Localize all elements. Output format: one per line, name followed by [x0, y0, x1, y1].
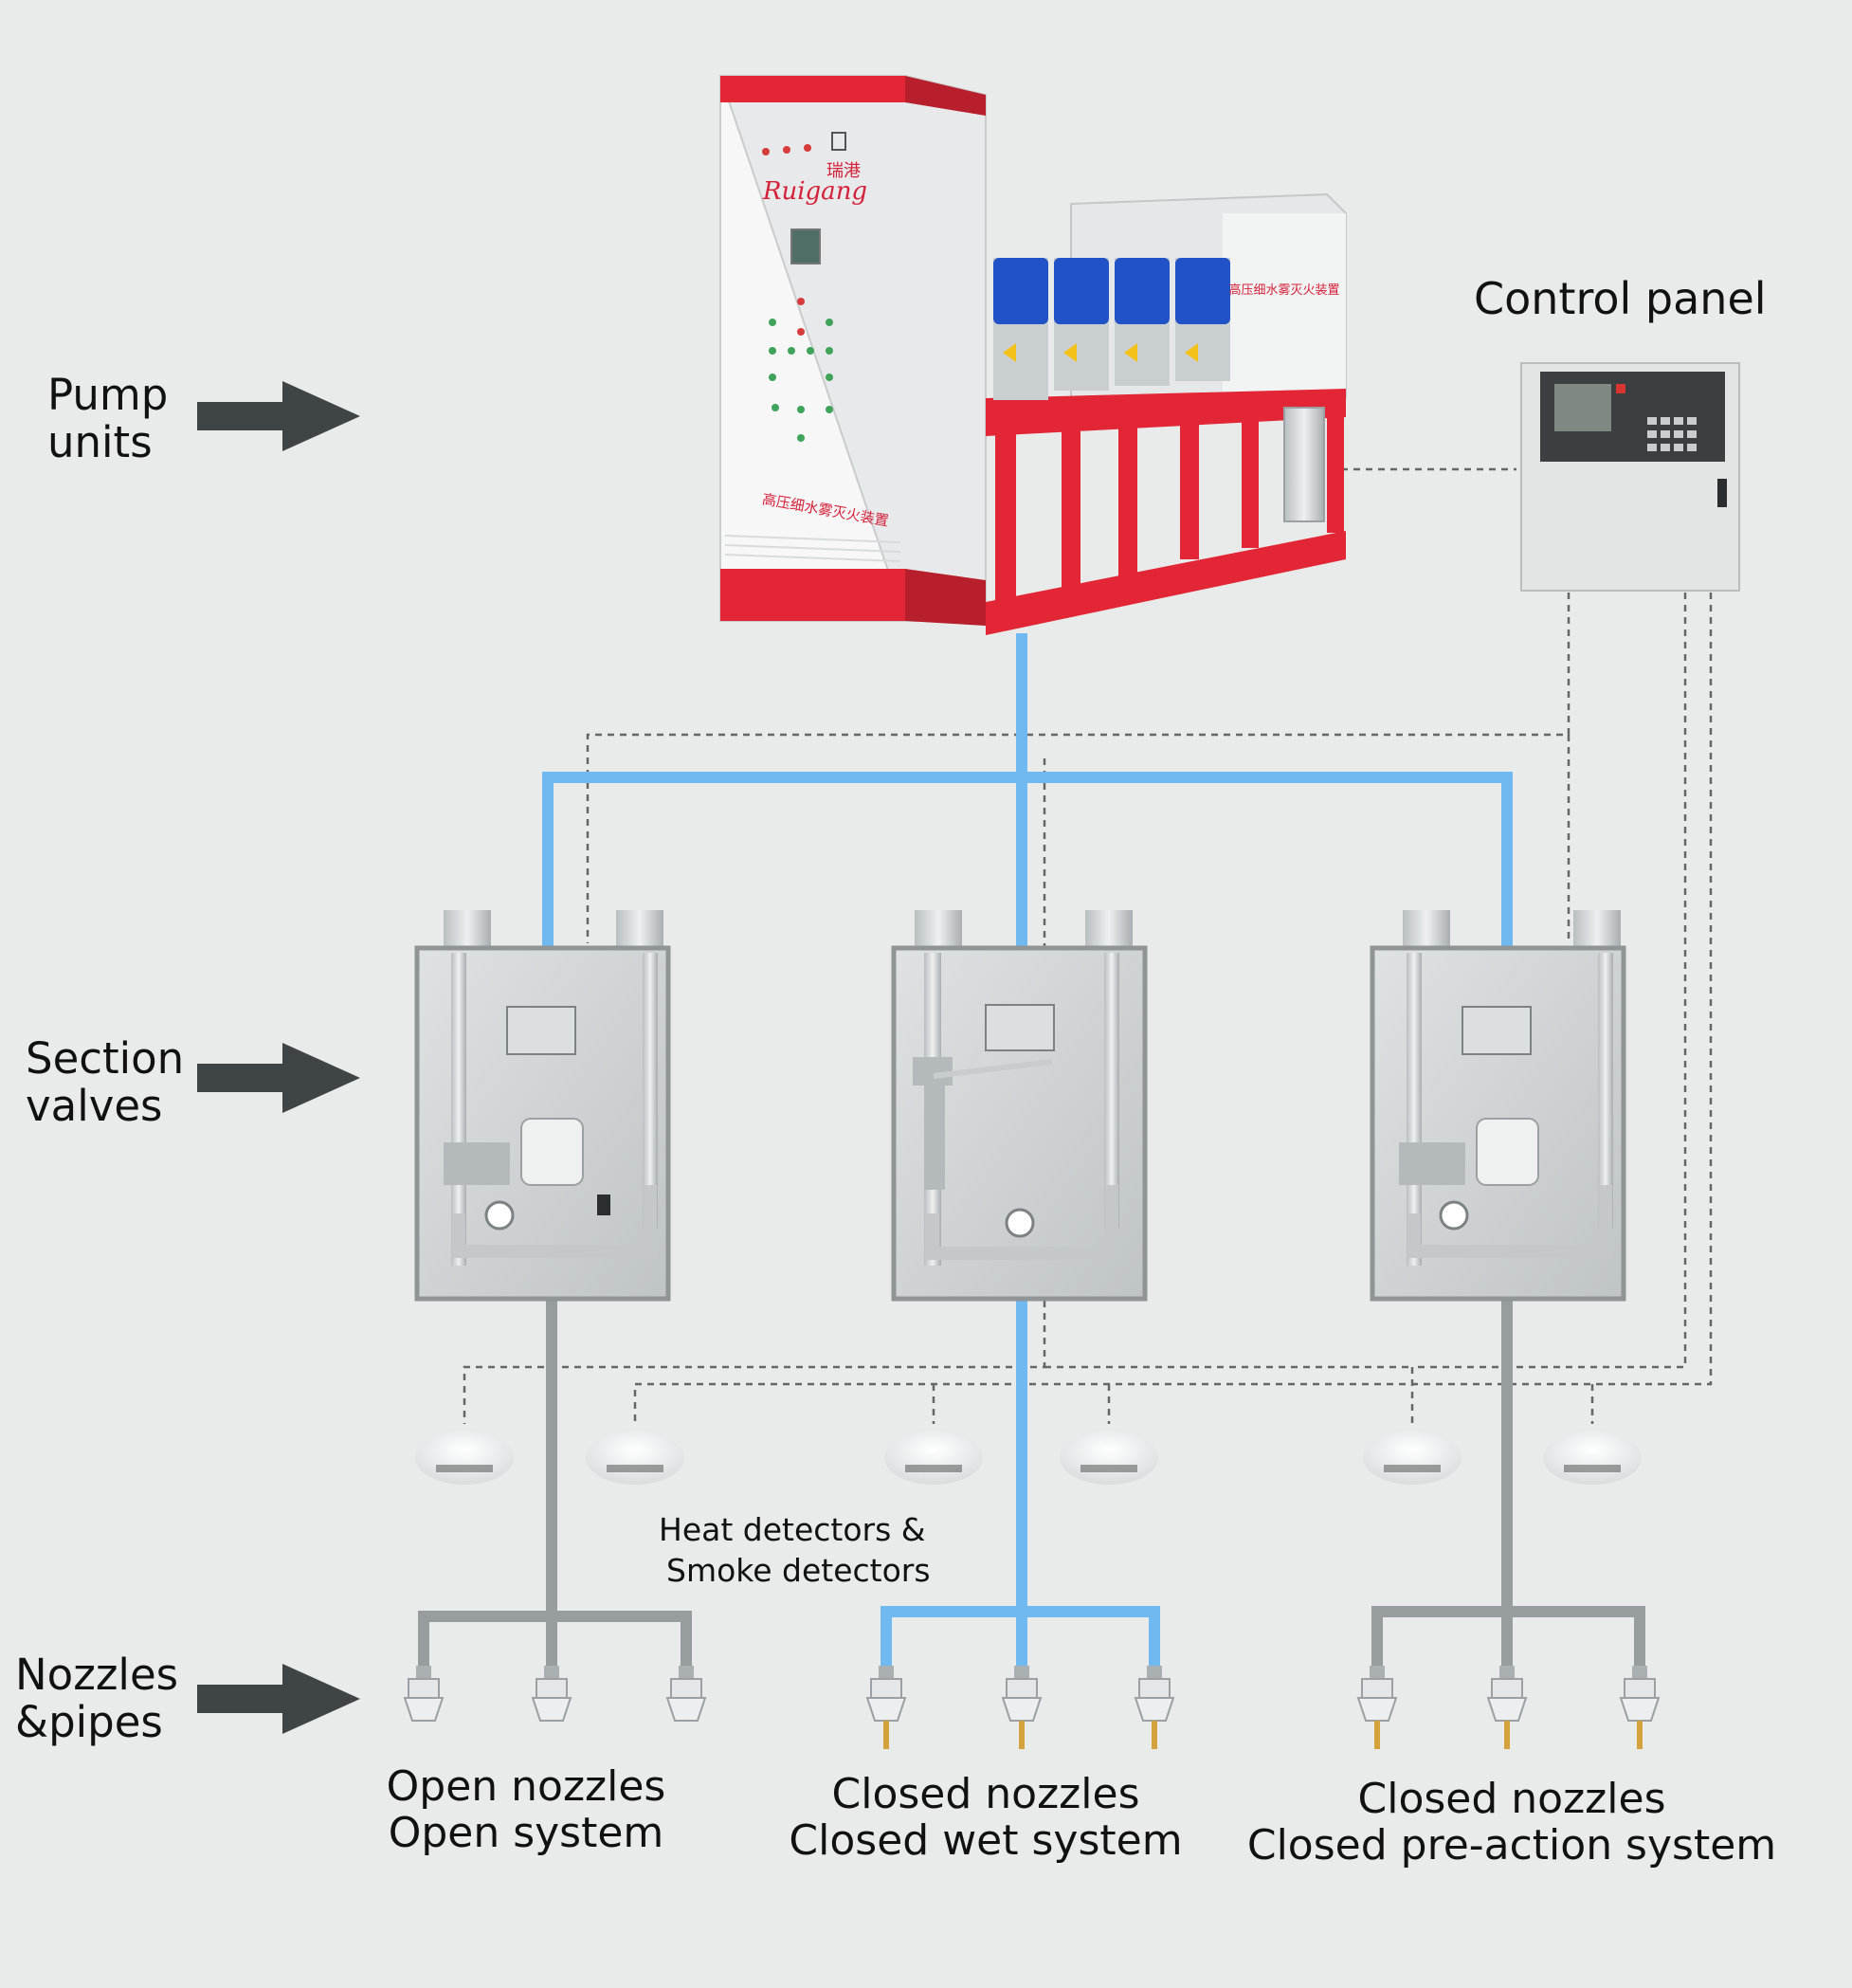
smoke-detector — [586, 1432, 684, 1485]
system-caption-open: Open nozzles Open system — [365, 1763, 687, 1857]
system-caption-closed-wet-line-2: Closed wet system — [789, 1816, 1183, 1866]
filter-canister — [1283, 407, 1325, 522]
cabinet-logo-cn: 瑞港 — [826, 161, 861, 181]
detectors — [415, 1432, 1642, 1485]
section-valve-closed-pre-action-system — [1370, 910, 1626, 1302]
water-pipes — [542, 633, 1513, 1669]
system-caption-closed-wet: Closed nozzles Closed wet system — [787, 1771, 1185, 1865]
section-valve-closed-wet-system — [891, 910, 1148, 1302]
closed-nozzle — [1619, 1666, 1661, 1749]
system-caption-open-line-2: Open system — [388, 1809, 664, 1858]
arrow-section-valves — [197, 1043, 360, 1113]
system-caption-closed-pre-action: Closed nozzles Closed pre-action system — [1242, 1776, 1782, 1869]
control-panel-box — [1520, 362, 1740, 592]
detectors-line-1: Heat detectors & — [659, 1511, 926, 1548]
smoke-detector — [1543, 1432, 1642, 1485]
arrow-pump-units — [197, 381, 360, 451]
system-caption-open-line-1: Open nozzles — [386, 1762, 666, 1811]
section-valves-line-1: Section — [26, 1033, 185, 1084]
pump-motors — [993, 258, 1230, 400]
open-nozzle — [531, 1666, 572, 1722]
system-caption-closed-wet-line-1: Closed nozzles — [831, 1770, 1140, 1818]
system-caption-closed-pre-action-line-2: Closed pre-action system — [1246, 1821, 1777, 1870]
section-valves-line-2: valves — [26, 1081, 163, 1132]
closed-nozzle — [1001, 1666, 1043, 1749]
section-valves-label: Section valves — [26, 1033, 185, 1132]
pump-units-line-1: Pump — [47, 370, 169, 420]
signal-lines — [463, 467, 1713, 1424]
pump-units-line-2: units — [47, 417, 153, 468]
system-caption-closed-pre-action-line-1: Closed nozzles — [1357, 1775, 1666, 1823]
section-valve-open-system — [414, 910, 671, 1302]
electrical-cabinet — [718, 75, 987, 626]
tank-text: 高压细水雾灭火装置 — [1228, 283, 1339, 298]
gray-pipes — [418, 1299, 1645, 1669]
pump-frame — [986, 389, 1346, 635]
pump-units-label: Pump units — [47, 370, 169, 468]
cabinet-logo: Ruigang — [762, 177, 867, 206]
heat-detector — [1363, 1432, 1462, 1485]
closed-nozzle — [1134, 1666, 1175, 1749]
control-panel-label: Control panel — [1474, 273, 1767, 324]
detectors-line-2: Smoke detectors — [666, 1551, 931, 1589]
closed-nozzle — [1486, 1666, 1528, 1749]
arrow-nozzles-pipes — [197, 1664, 360, 1734]
nozzles-pipes-label: Nozzles &pipes — [15, 1651, 178, 1747]
open-nozzle — [665, 1666, 707, 1722]
smoke-detector — [1060, 1432, 1158, 1485]
heat-detector — [884, 1432, 983, 1485]
pump-unit-assembly — [718, 75, 1347, 635]
heat-detector — [415, 1432, 514, 1485]
nozzles — [403, 1666, 1661, 1749]
nozzles-pipes-line-1: Nozzles — [15, 1650, 179, 1700]
closed-nozzle — [865, 1666, 907, 1749]
open-nozzle — [403, 1666, 445, 1722]
detectors-label: Heat detectors & Smoke detectors — [659, 1511, 931, 1589]
nozzles-pipes-line-2: &pipes — [15, 1697, 163, 1748]
closed-nozzle — [1356, 1666, 1398, 1749]
